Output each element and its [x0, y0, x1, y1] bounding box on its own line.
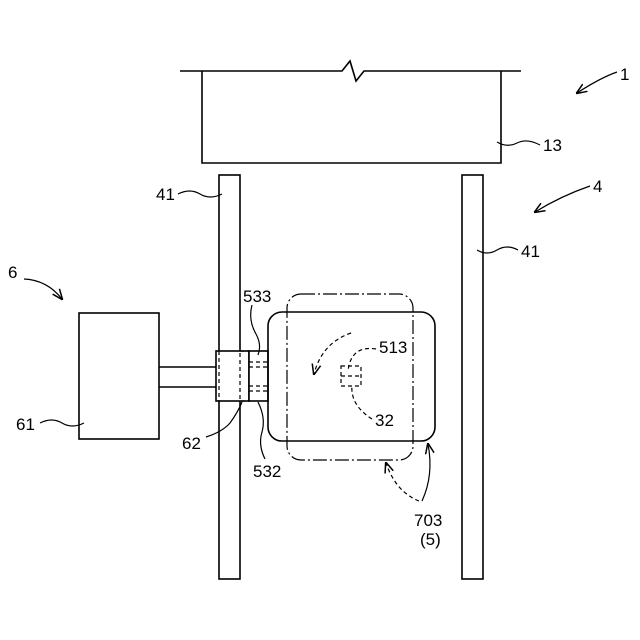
- leader-62: [206, 402, 242, 437]
- label-703: 703: [414, 511, 442, 530]
- upper-member-13: [180, 61, 521, 163]
- leader-513: [348, 348, 376, 371]
- label-41-left: 41: [156, 185, 175, 204]
- label-62: 62: [182, 434, 201, 453]
- leader-32: [352, 385, 372, 419]
- label-532: 532: [253, 462, 281, 481]
- leader-703-a: [386, 463, 419, 501]
- hidden-pivot-32: [341, 366, 361, 386]
- leader-1: [577, 72, 617, 93]
- label-13: 13: [543, 136, 562, 155]
- label-513: 513: [379, 338, 407, 357]
- leader-4: [535, 186, 590, 212]
- leader-703-b: [422, 444, 430, 501]
- actuator-shaft: [159, 367, 216, 387]
- coupling-62: [216, 351, 249, 401]
- leader-13: [497, 141, 540, 145]
- right-column-41: [462, 175, 483, 579]
- leader-532: [258, 402, 265, 459]
- label-5: (5): [420, 530, 441, 549]
- leader-41-left: [178, 191, 222, 197]
- label-41-right: 41: [521, 242, 540, 261]
- actuator-body-61: [79, 313, 159, 439]
- label-4: 4: [593, 177, 602, 196]
- label-61: 61: [16, 415, 35, 434]
- label-533: 533: [243, 287, 271, 306]
- label-6: 6: [8, 263, 17, 282]
- label-32: 32: [375, 411, 394, 430]
- leader-6: [24, 279, 62, 299]
- plate-alternate-position-703: [287, 294, 413, 460]
- leader-533: [251, 305, 260, 355]
- leader-61: [40, 420, 84, 426]
- holder-532-533: [249, 351, 268, 401]
- label-1: 1: [620, 65, 629, 84]
- rotation-arrow: [314, 333, 351, 374]
